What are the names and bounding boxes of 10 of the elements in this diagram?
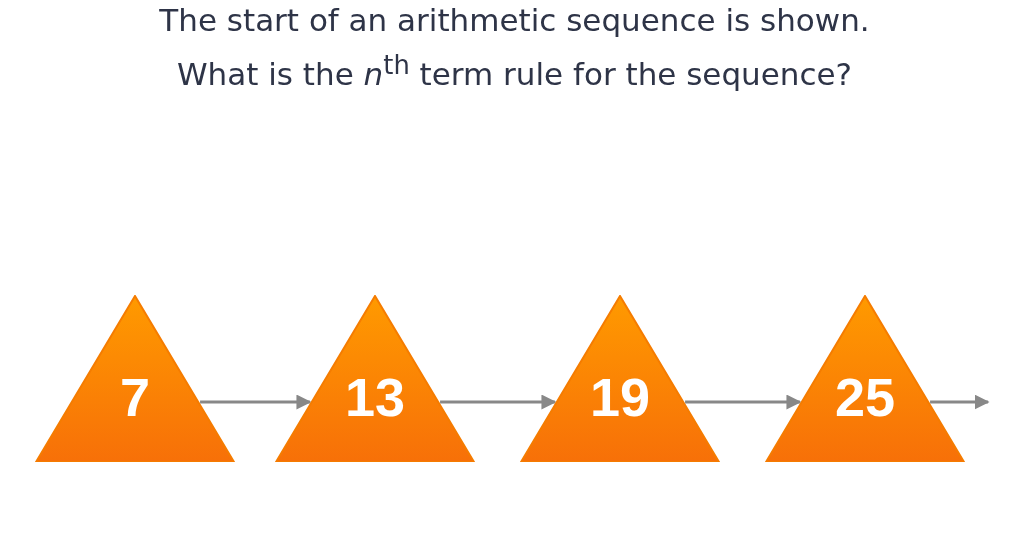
term-number: 7 bbox=[120, 367, 150, 427]
term-number: 13 bbox=[344, 367, 406, 427]
question-text: What is the n$^{th}$ term rule for the sequence? bbox=[176, 50, 853, 93]
question-title: The start of an arithmetic sequence is shown. bbox=[159, 2, 870, 38]
arrow bbox=[685, 394, 802, 410]
arrow bbox=[930, 394, 990, 410]
term-number: 19 bbox=[589, 367, 651, 427]
arrow bbox=[440, 394, 557, 410]
term-number: 25 bbox=[834, 367, 896, 427]
arrow bbox=[200, 394, 312, 410]
